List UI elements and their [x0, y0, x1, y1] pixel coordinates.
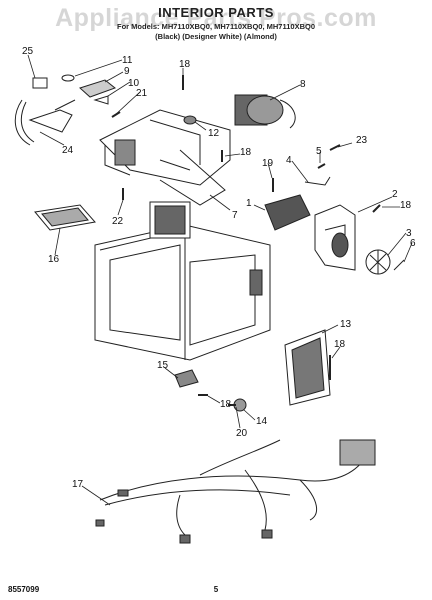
- callout: 18: [400, 200, 412, 211]
- rear-bracket: [99, 109, 231, 206]
- callout-leaders: [27, 54, 413, 506]
- part-16-filter: [34, 204, 96, 231]
- callout: 19: [262, 158, 274, 169]
- part-12-grommet: [183, 115, 197, 125]
- callout: 11: [122, 55, 133, 66]
- callout: 13: [340, 319, 352, 330]
- callout: 18: [334, 339, 346, 350]
- callout: 23: [356, 135, 368, 146]
- finish-colors: (Black) (Designer White) (Almond): [155, 32, 277, 41]
- callout: 5: [316, 146, 322, 157]
- part-10: [93, 95, 109, 105]
- callout: 9: [124, 66, 130, 77]
- part-11-clip: [61, 74, 75, 82]
- callout: 21: [136, 88, 148, 99]
- part-8-motor: [234, 94, 296, 129]
- part-2-housing: [314, 204, 356, 271]
- part-15-bracket: [174, 369, 199, 388]
- callout: 17: [72, 479, 84, 490]
- callout: 25: [22, 46, 34, 57]
- callout: 6: [410, 238, 416, 249]
- callout: 10: [128, 78, 140, 89]
- callout: 1: [246, 198, 252, 209]
- part-17-harness: [95, 439, 376, 544]
- part-24-wiring: [14, 99, 76, 146]
- part-1-board: [264, 194, 311, 231]
- part-9-bracket: [79, 79, 117, 98]
- callout: 20: [236, 428, 248, 439]
- callout: 18: [179, 59, 191, 70]
- callout: 22: [112, 216, 124, 227]
- oven-cavity: [94, 201, 271, 361]
- part-13-panel: [284, 329, 331, 406]
- callout: 3: [406, 228, 412, 239]
- callout-labels: 25 11 9 10 21 18 8 12 24 18 23 5 4 19 1 …: [22, 46, 416, 490]
- page-number: 5: [213, 585, 219, 594]
- callout: 7: [232, 210, 238, 221]
- callout: 24: [62, 145, 74, 156]
- callout: 15: [157, 360, 169, 371]
- model-numbers: For Models: MH7110XBQ0, MH7110XBQ0, MH71…: [117, 22, 315, 31]
- part-4: [304, 176, 331, 186]
- callout: 18: [220, 399, 232, 410]
- callout: 2: [392, 189, 398, 200]
- diagram-title: INTERIOR PARTS: [158, 5, 274, 20]
- watermark: Appliance Parts Pros.com: [55, 4, 377, 32]
- callout: 12: [208, 128, 220, 139]
- callout: 4: [286, 155, 292, 166]
- part-5: [317, 163, 326, 169]
- callout: 8: [300, 79, 306, 90]
- part-25-connector: [32, 77, 48, 89]
- document-number: 8557099: [8, 585, 40, 594]
- part-18-screw: [372, 204, 381, 213]
- callout: 14: [256, 416, 268, 427]
- part-23-screw: [329, 144, 341, 151]
- callout: 18: [240, 147, 252, 158]
- part-6: [393, 259, 405, 271]
- callout: 16: [48, 254, 60, 265]
